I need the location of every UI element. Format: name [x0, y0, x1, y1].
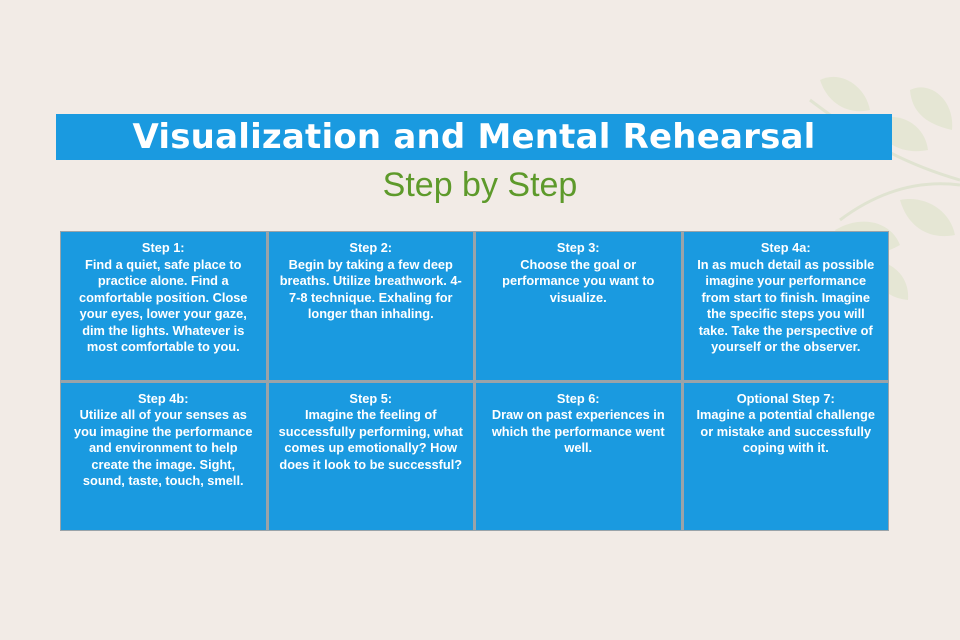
step-card-3: Step 3: Choose the goal or performance y…: [476, 232, 681, 380]
step-text: Utilize all of your senses as you imagin…: [74, 407, 253, 488]
page-title: Visualization and Mental Rehearsal: [132, 117, 816, 157]
step-text: Draw on past experiences in which the pe…: [491, 407, 665, 455]
leaf-decoration-icon: [809, 76, 960, 300]
steps-grid: Step 1: Find a quiet, safe place to prac…: [60, 231, 889, 531]
step-card-7: Optional Step 7: Imagine a potential cha…: [683, 382, 888, 530]
step-text: Find a quiet, safe place to practice alo…: [78, 256, 248, 355]
step-label: Step 6:: [556, 390, 600, 406]
step-card-1: Step 1: Find a quiet, safe place to prac…: [61, 232, 266, 380]
step-text: Begin by taking a few deep breaths. Util…: [279, 256, 462, 322]
title-banner: Visualization and Mental Rehearsal: [56, 114, 892, 160]
page-subtitle: Step by Step: [382, 166, 578, 204]
step-card-2: Step 2: Begin by taking a few deep breat…: [268, 232, 473, 380]
step-label: Step 4b:: [138, 390, 189, 406]
step-card-4a: Step 4a: In as much detail as possible i…: [683, 232, 888, 380]
step-text: In as much detail as possible imagine yo…: [697, 256, 875, 355]
step-text: Choose the goal or performance you want …: [502, 256, 655, 305]
step-label: Step 3:: [556, 240, 600, 255]
step-label: Step 5:: [349, 390, 393, 406]
step-text: Imagine the feeling of successfully perf…: [278, 407, 463, 472]
step-label: Optional Step 7:: [736, 390, 835, 406]
step-label: Step 1:: [141, 240, 185, 255]
step-card-4b: Step 4b: Utilize all of your senses as y…: [61, 382, 266, 530]
step-card-6: Step 6: Draw on past experiences in whic…: [476, 382, 681, 530]
step-label: Step 4a:: [760, 240, 811, 255]
step-card-5: Step 5: Imagine the feeling of successfu…: [268, 382, 473, 530]
step-text: Imagine a potential challenge or mistake…: [696, 407, 876, 455]
step-label: Step 2:: [349, 240, 393, 255]
